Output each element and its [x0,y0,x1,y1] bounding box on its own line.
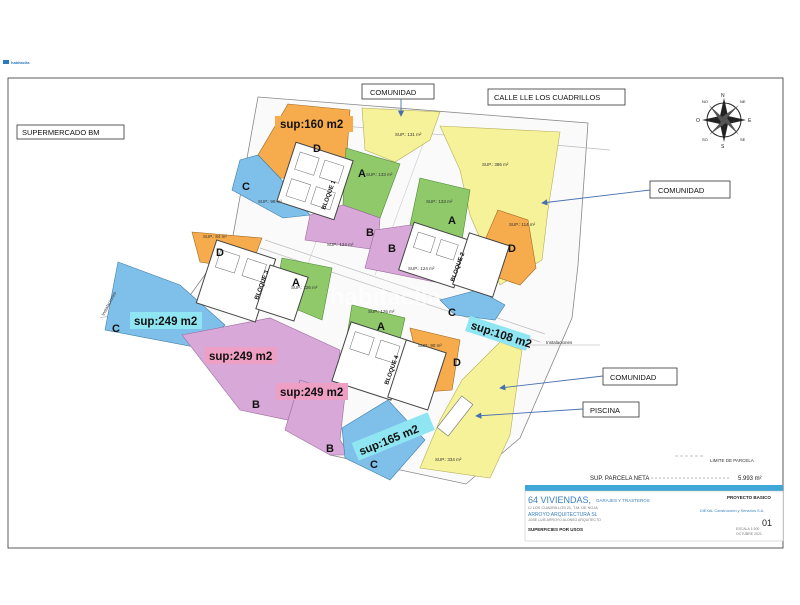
brand-logo: habitaclia [3,60,30,65]
area-label-9: SUP.: 84 m² [203,234,227,239]
zone-comunidad-top [361,107,441,163]
title-sheet: SUPERFICIES POR USOS [528,527,583,532]
plot-letter-a4: A [377,321,385,333]
label-comunidad-top: COMUNIDAD [370,88,417,97]
plot-letter-a3: A [292,277,300,289]
title-date: OCTUBRE 2021 [736,532,762,536]
plot-letter-c4: C [370,459,378,471]
compass-rose: N S E O NE NO SE SO [696,93,752,150]
plot-letter-b3: B [252,399,260,411]
title-address: C/ LOS CUADRILLOS 21, T.M. DE NOJA [528,506,598,510]
area-label-1: SUP.: 131 m² [395,132,422,137]
label-comunidad-right: COMUNIDAD [658,186,705,195]
area-label-10: SUP.: 126 m² [291,285,318,290]
plot-letter-d3: D [216,247,224,259]
plot-letter-d2: D [508,243,516,255]
highlight-249b: sup:249 m2 [209,351,272,363]
title-scale: ESCALA 1:300 [736,527,759,531]
plot-letter-d4: D [453,357,461,369]
title-project: 64 VIVIENDAS, [528,495,591,505]
area-label-2: SUP.: 386 m² [482,162,509,167]
title-phase: PROYECTO BASICO [727,495,771,500]
arrow-piscina [475,408,584,419]
title-architect: ARROYO ARQUITECTURA SL [528,512,598,518]
highlight-249c: sup:249 m2 [280,387,343,399]
area-label-11: SUP.: 126 m² [368,309,395,314]
highlight-249a: sup:249 m2 [134,316,197,328]
title-project-sub: GARAJES Y TRASTEROS [596,498,650,503]
area-label-13: SUP.: 334 m² [435,457,462,462]
label-piscina: PISCINA [590,406,620,415]
area-label-5: SUP.: 99 m² [258,199,282,204]
label-piscina-box [582,401,640,418]
label-calle: CALLE LLE LOS CUADRILLOS [494,93,600,102]
parcela-value: 5.993 m² [738,476,762,482]
building-block1 [276,141,354,221]
title-promoter: DIEXAL Construcción y Servicios S.A. [700,509,764,513]
label-supermercado: SUPERMERCADO BM [22,128,100,137]
area-label-12: SUP.: 90 m² [418,343,442,348]
brand-logo-text: habitaclia [11,60,30,65]
compass-ne: NE [740,99,746,104]
drawing-frame [7,77,784,549]
compass-s: S [721,144,725,150]
area-label-4: SUP.: 133 m² [426,199,453,204]
title-architect-sub: JOSE LUIS ARROYO ALONSO ARQUITECTO [528,518,601,522]
arrow-comunidad-right [541,189,651,206]
label-instalaciones-right: Instalaciones [546,340,573,345]
plot-block2-C [439,289,506,321]
label-calle-box [487,88,626,106]
compass-se: SE [740,137,746,142]
plot-letter-a1: A [358,168,366,180]
building-block3 [195,239,309,323]
highlight-160: sup:160 m2 [280,119,343,131]
plot-letter-b1: B [366,227,374,239]
highlight-249a-bg [130,312,202,329]
label-comunidad-lower: COMUNIDAD [610,373,657,382]
compass-o: O [696,118,700,124]
area-label-8: SUP.: 124 m² [408,266,435,271]
label-parcela: SUP. PARCELA NETA [590,476,649,482]
plot-letter-c2: C [448,307,456,319]
title-block-bar [525,485,783,491]
plot-letter-c3: C [112,323,120,335]
pool [436,395,474,437]
plot-letter-d1: D [313,143,321,155]
area-label-3: SUP.: 133 m² [366,172,393,177]
plot-letter-c1: C [242,181,250,193]
area-label-6: SUP.: 114 m² [509,222,536,227]
highlight-249b-bg [205,347,277,364]
compass-n: N [721,93,725,99]
label-comunidad-lower-box [602,367,678,386]
compass-e: E [748,118,752,124]
watermark: habitaclia [330,284,441,311]
arrow-comunidad-lower [499,375,604,391]
label-limite: LIMITE DE PARCELA [710,458,754,463]
highlight-160-bg [275,116,353,132]
title-block: 64 VIVIENDAS, GARAJES Y TRASTEROS C/ LOS… [524,485,784,542]
compass-so: SO [702,137,708,142]
compass-no: NO [702,99,708,104]
building-block2 [398,221,510,298]
area-label-7: SUP.: 124 m² [327,242,354,247]
label-comunidad-top-box [361,83,435,100]
plot-letter-a2: A [448,215,456,227]
building-block4 [331,321,447,411]
label-supermercado-box [16,124,125,140]
plot-letter-b2: B [388,243,396,255]
title-sheet-no: 01 [762,518,772,528]
highlight-249c-bg [276,383,348,400]
label-comunidad-right-box [649,180,731,199]
plot-letter-b4: B [326,443,334,455]
internal-road-edge [264,239,546,335]
